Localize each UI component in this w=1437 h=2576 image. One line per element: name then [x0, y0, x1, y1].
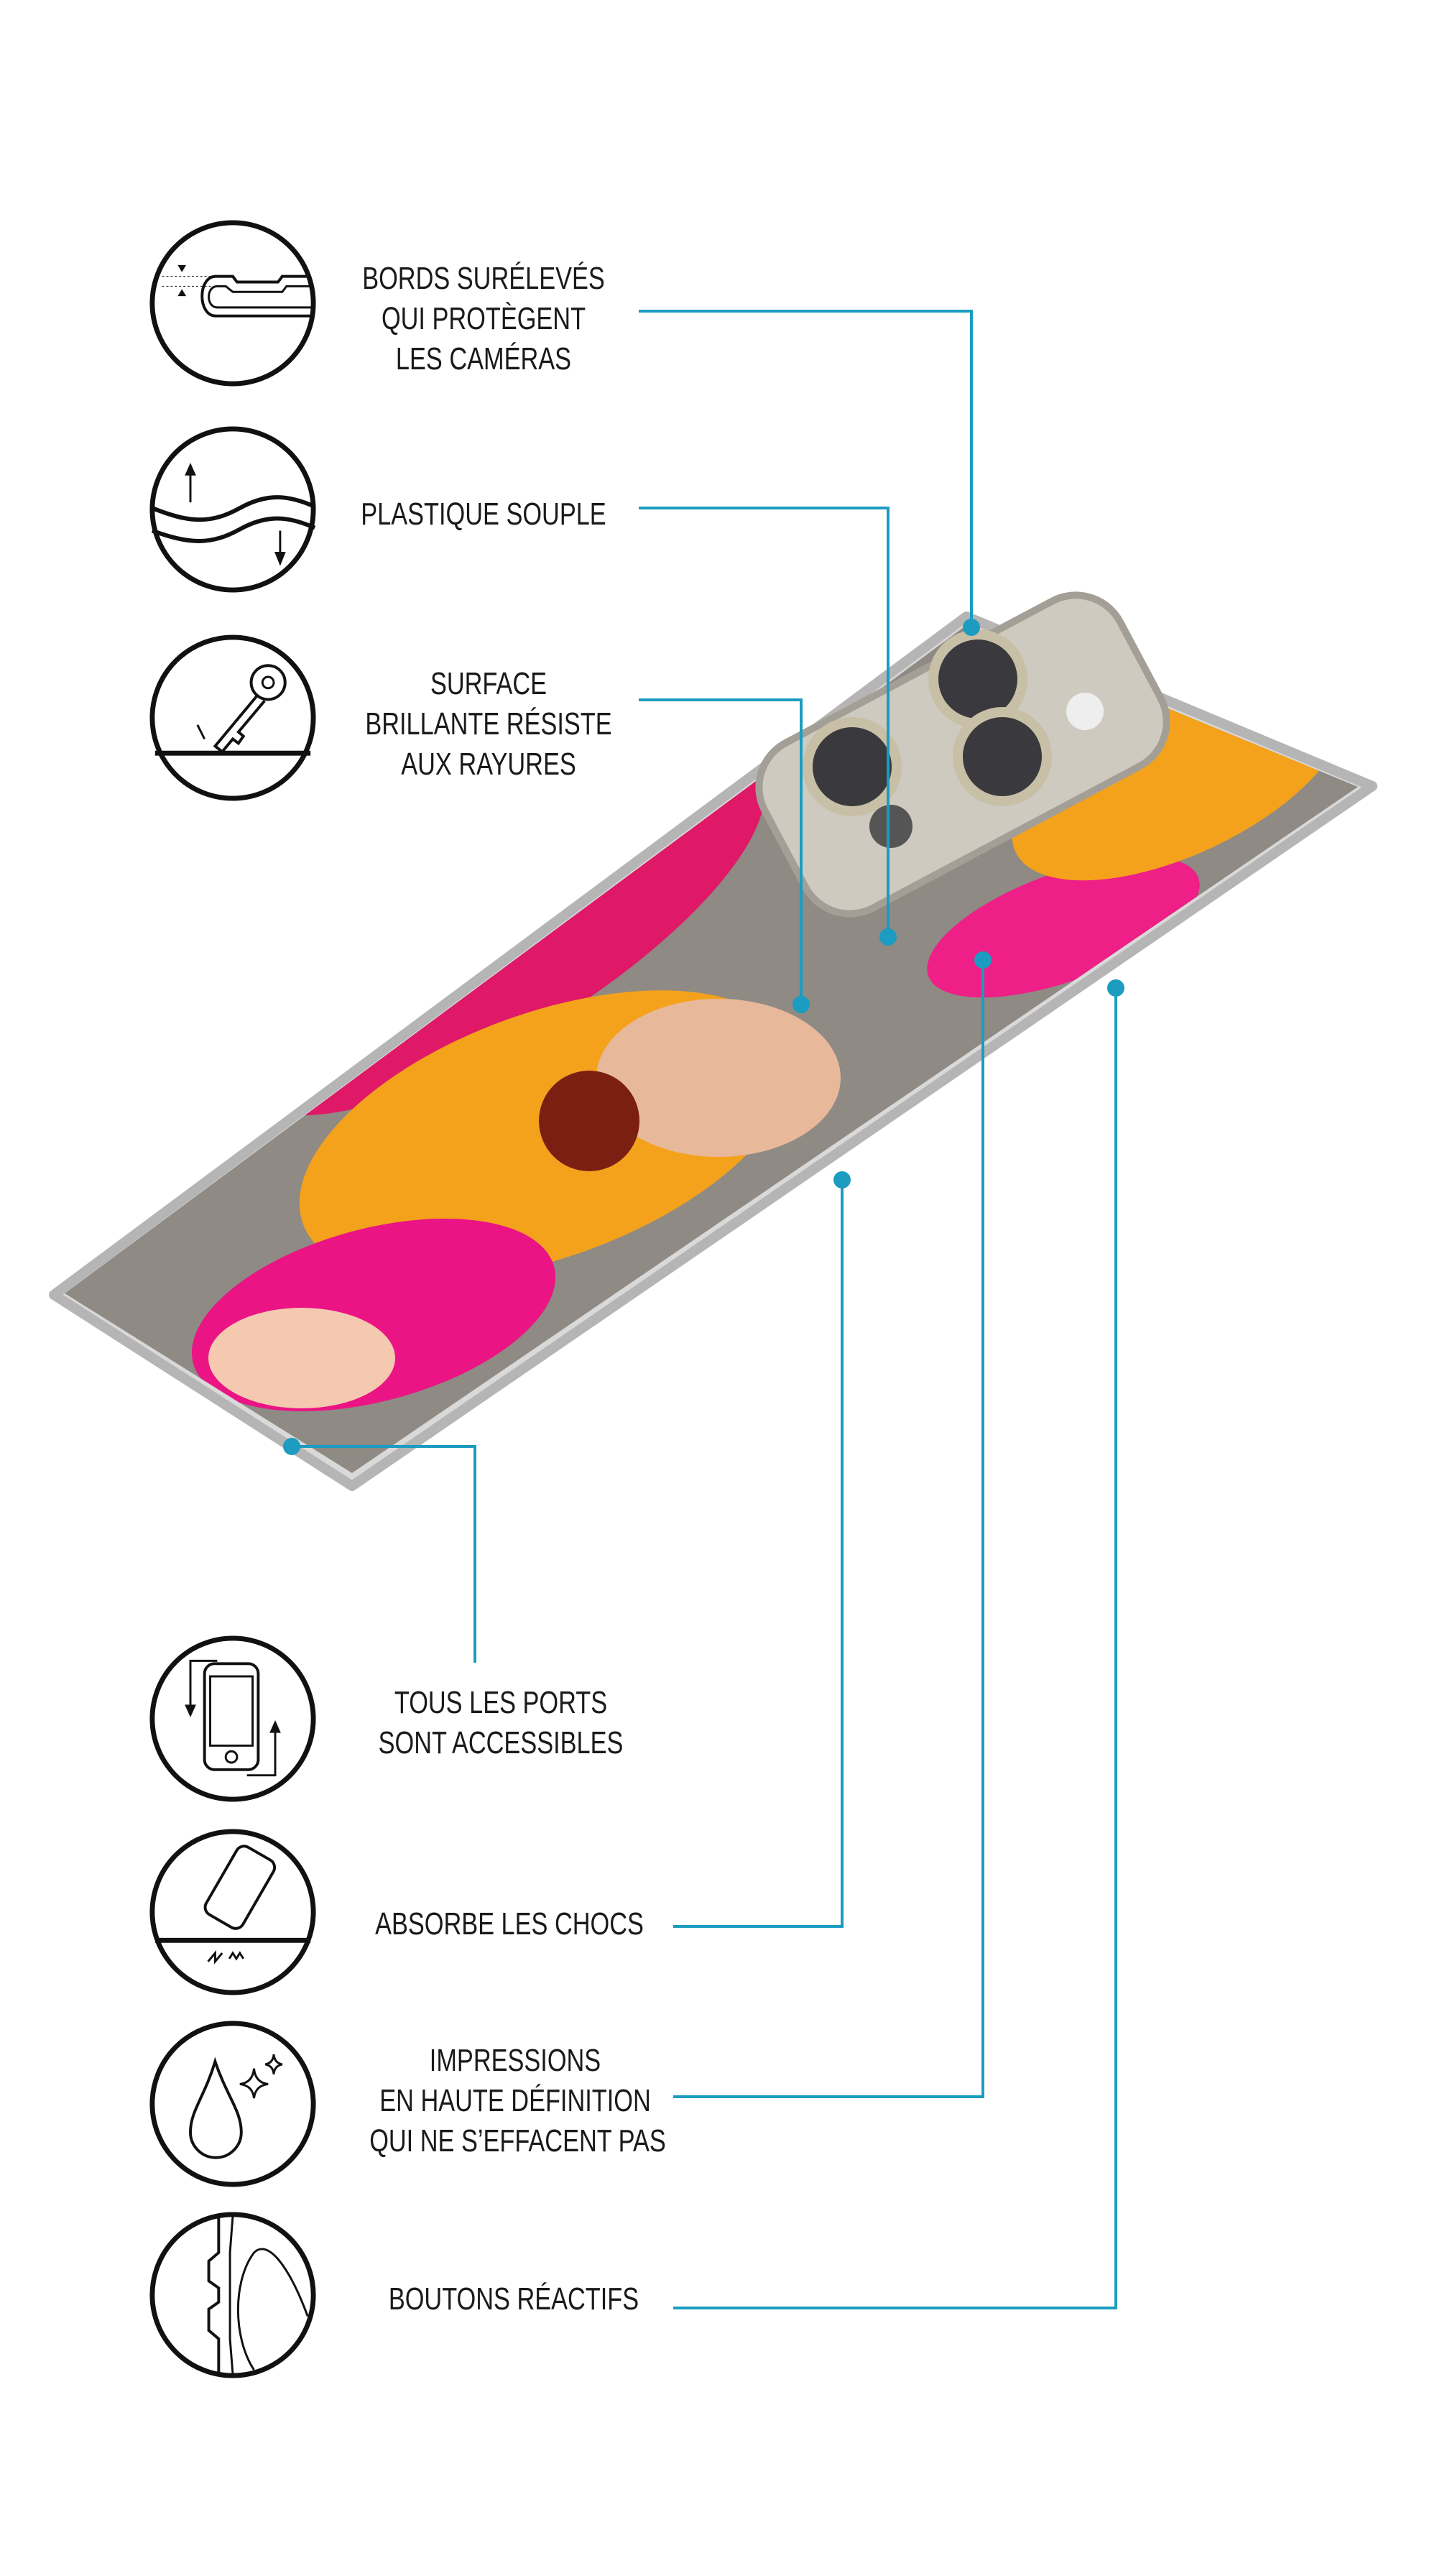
- label-line: SURFACE: [430, 666, 547, 701]
- label-line: TOUS LES PORTS: [394, 1685, 608, 1720]
- leader-line-ports: [292, 1445, 476, 1663]
- label-line: ABSORBE LES CHOCS: [375, 1906, 644, 1942]
- label-line: QUI PROTÈGENT: [381, 301, 586, 336]
- scratch-resistant-icon: [149, 634, 316, 801]
- feature-label-shock: ABSORBE LES CHOCS: [364, 1904, 655, 1944]
- marker-dot: [879, 928, 897, 946]
- label-line: EN HAUTE DÉFINITION: [379, 2083, 651, 2118]
- marker-dot: [963, 619, 980, 636]
- ports-accessible-icon: [149, 1635, 316, 1802]
- leader-line-flexible-plastic: [639, 507, 890, 937]
- leader-line-raised-edges: [639, 310, 973, 627]
- feature-label-raised-edges: BORDS SURÉLEVÉS QUI PROTÈGENT LES CAMÉRA…: [338, 259, 629, 379]
- label-line: PLASTIQUE SOUPLE: [361, 497, 606, 532]
- marker-dot: [974, 951, 992, 969]
- raised-edges-icon: [149, 220, 316, 387]
- marker-dot: [793, 996, 810, 1013]
- label-line: LES CAMÉRAS: [395, 341, 572, 377]
- label-line: BRILLANTE RÉSISTE: [365, 706, 612, 742]
- flexible-plastic-icon: [149, 426, 316, 593]
- leader-line-buttons: [673, 988, 1117, 2309]
- marker-dot: [1107, 979, 1124, 997]
- label-line: SONT ACCESSIBLES: [378, 1725, 624, 1760]
- shock-absorb-icon: [149, 1829, 316, 1995]
- feature-label-flexible-plastic: PLASTIQUE SOUPLE: [338, 494, 629, 535]
- responsive-buttons-icon: [149, 2212, 316, 2378]
- leader-line-print: [673, 960, 984, 2098]
- label-line: IMPRESSIONS: [429, 2043, 601, 2078]
- label-line: BORDS SURÉLEVÉS: [362, 261, 605, 296]
- label-line: BOUTONS RÉACTIFS: [388, 2281, 639, 2317]
- feature-label-buttons: BOUTONS RÉACTIFS: [368, 2279, 660, 2319]
- feature-label-ports: TOUS LES PORTS SONT ACCESSIBLES: [355, 1683, 647, 1763]
- label-line: QUI NE S’EFFACENT PAS: [369, 2123, 666, 2159]
- marker-dot: [283, 1438, 300, 1455]
- leader-line-scratch: [639, 698, 803, 1005]
- leader-line-shock: [673, 1180, 844, 1928]
- label-line: AUX RAYURES: [401, 747, 576, 782]
- feature-label-print: IMPRESSIONS EN HAUTE DÉFINITION QUI NE S…: [369, 2041, 666, 2161]
- feature-label-scratch: SURFACE BRILLANTE RÉSISTE AUX RAYURES: [343, 664, 634, 785]
- marker-dot: [833, 1171, 851, 1188]
- hd-print-icon: [149, 2021, 316, 2187]
